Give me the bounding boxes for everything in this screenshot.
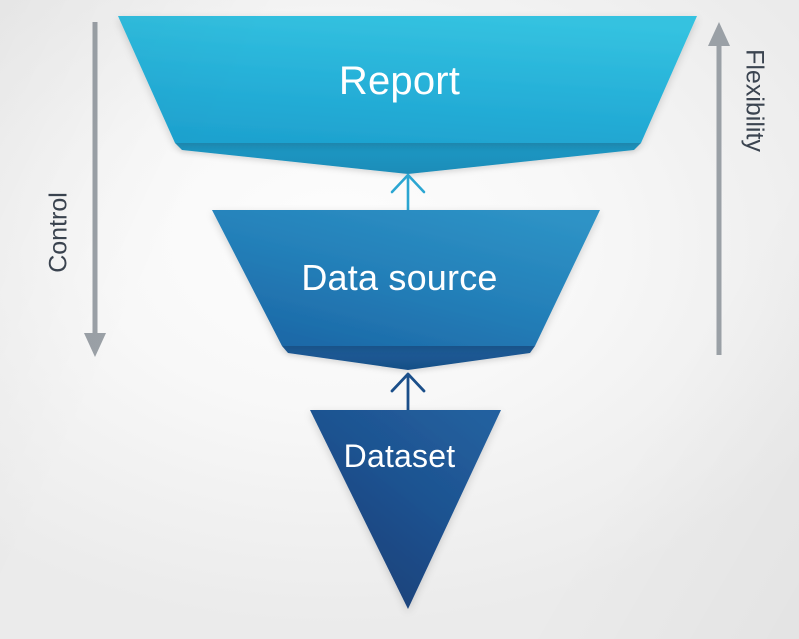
axis-label-control: Control: [44, 192, 73, 273]
funnel-stage-dataset-face: [310, 410, 501, 609]
axis-arrow-flexibility: [708, 22, 730, 355]
axis-label-flexibility: Flexibility: [740, 49, 769, 152]
funnel-stage-data-source-label: Data source: [301, 257, 498, 298]
funnel-stage-dataset-label: Dataset: [343, 438, 456, 474]
funnel-stage-report-underside: [175, 143, 641, 174]
funnel-stage-data-source[interactable]: [212, 210, 600, 370]
funnel-stage-report-label: Report: [338, 59, 461, 103]
funnel-stage-dataset[interactable]: [310, 410, 501, 609]
axis-arrow-control: [84, 22, 106, 357]
connector-data-source-to-report: [390, 173, 426, 216]
funnel-stage-data-source-face: [212, 210, 600, 346]
funnel-stage-report[interactable]: [118, 16, 697, 174]
funnel-stage-report-face: [118, 16, 697, 143]
connector-dataset-to-data-source: [390, 372, 426, 412]
funnel-stage-data-source-underside: [282, 346, 535, 370]
